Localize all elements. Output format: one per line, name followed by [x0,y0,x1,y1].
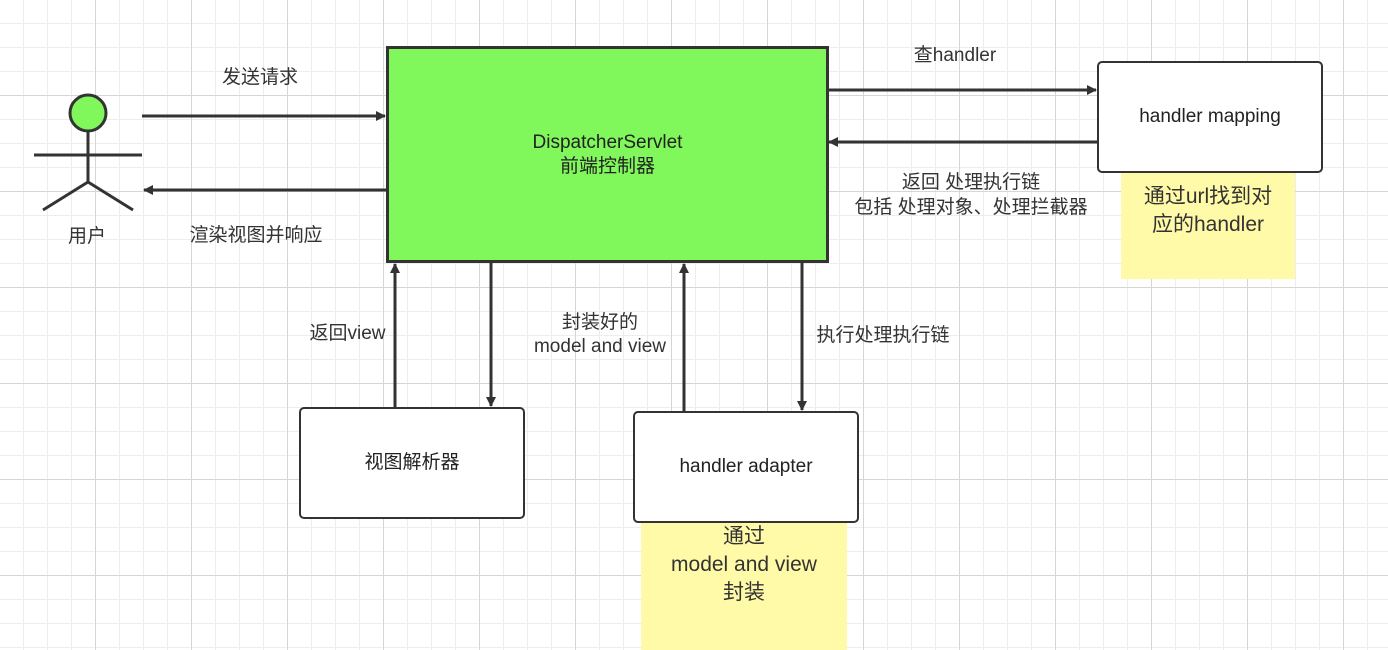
adapter-note: 通过 model and view 封装 [641,523,847,650]
label-return-chain-1: 返回 处理执行链 [901,172,1041,193]
actor-label: 用户 [67,226,106,247]
actor-head [68,93,108,133]
label-return-chain-2: 包括 处理对象、处理拦截器 [854,197,1088,218]
dispatcher-title: DispatcherServlet [532,131,683,153]
adapter-note-line2: model and view [671,553,817,576]
handler-adapter-box: handler adapter [633,411,859,523]
label-packaged-2: model and view [533,336,667,357]
label-send-request: 发送请求 [221,67,298,88]
actor-figure [34,93,142,212]
label-render-response: 渲染视图并响应 [189,225,323,246]
label-execute-chain: 执行处理执行链 [816,325,950,346]
handler-mapping-box: handler mapping [1097,61,1323,173]
handler-adapter-label: handler adapter [679,456,813,477]
adapter-note-line3: 封装 [723,581,765,604]
label-return-view: 返回view [309,323,386,344]
adapter-note-line1: 通过 [723,525,765,548]
label-packaged-1: 封装好的 [561,312,638,333]
mapping-note-line1: 通过url找到对 [1143,185,1273,208]
mapping-note: 通过url找到对 应的handler [1121,173,1295,279]
label-query-handler: 查handler [913,45,997,66]
mapping-note-line2: 应的handler [1151,213,1265,236]
dispatcher-servlet-box: DispatcherServlet 前端控制器 [386,46,829,263]
view-resolver-label: 视图解析器 [364,452,460,473]
dispatcher-subtitle: 前端控制器 [559,155,655,177]
view-resolver-box: 视图解析器 [299,407,525,519]
handler-mapping-label: handler mapping [1139,106,1281,127]
